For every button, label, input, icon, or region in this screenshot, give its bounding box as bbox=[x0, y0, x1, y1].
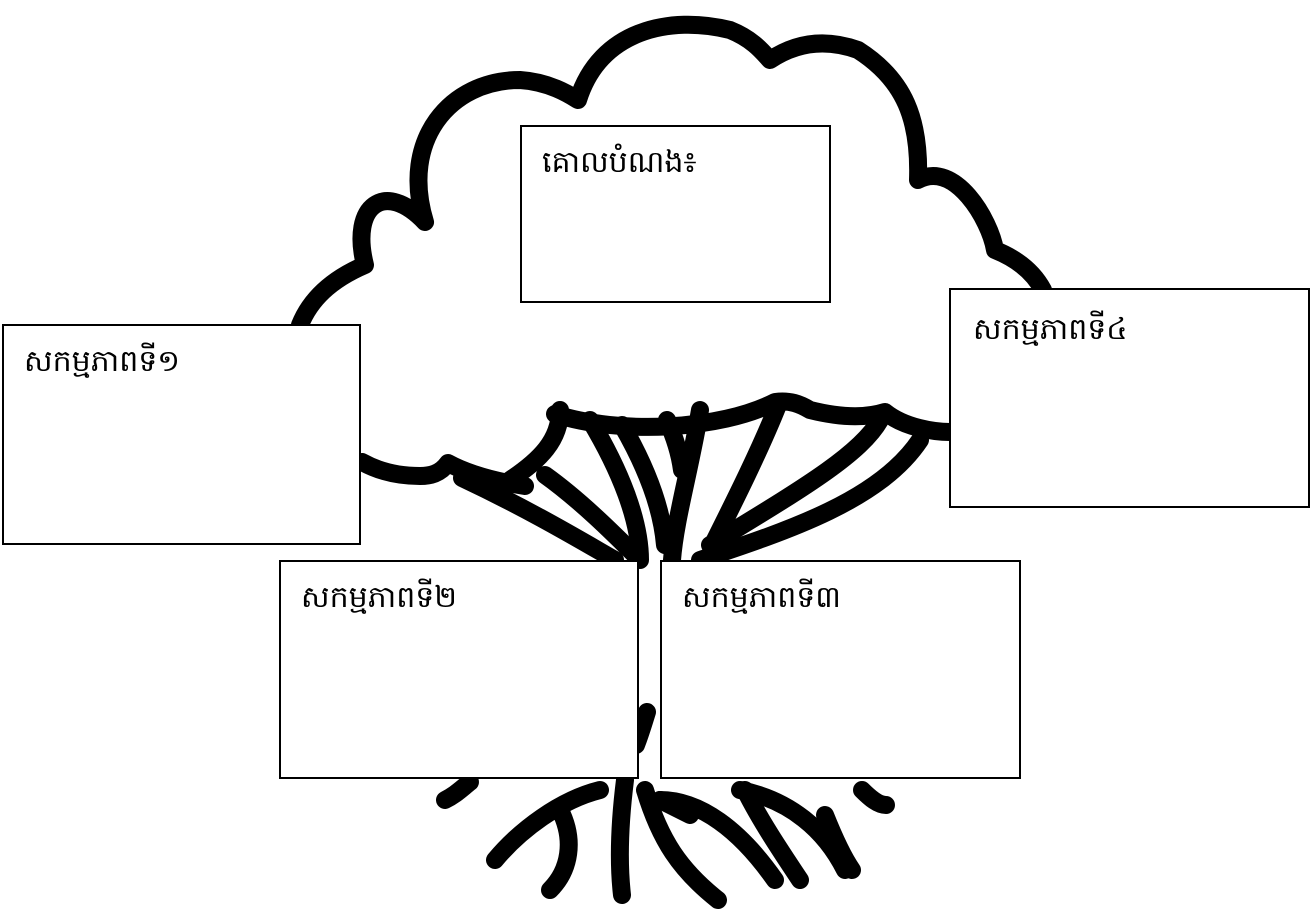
tree-canopy-bottom-right bbox=[546, 392, 959, 441]
trunk-middle-right bbox=[658, 411, 691, 479]
branch-right-3 bbox=[691, 431, 929, 569]
activity-box-1: សកម្មភាពទី១ bbox=[2, 324, 361, 545]
branch-left-3 bbox=[453, 469, 624, 569]
root-left bbox=[486, 781, 609, 869]
root-far-left bbox=[436, 773, 479, 809]
activity-box-1-label: សកម្មភាពទី១ bbox=[24, 344, 181, 379]
activity-box-2-label: សកម្មភាពទី២ bbox=[301, 580, 458, 615]
branch-left-2 bbox=[536, 466, 644, 564]
root-right-curl bbox=[816, 806, 861, 879]
tree-canopy-bottom-left bbox=[353, 453, 534, 495]
activity-box-3-label: សកម្មភាពទី៣ bbox=[682, 580, 841, 615]
trunk-middle-left bbox=[613, 416, 674, 554]
activity-box-4-label: សកម្មភាពទី៤ bbox=[973, 312, 1128, 347]
trunk-left bbox=[581, 411, 649, 569]
branch-right-2 bbox=[701, 411, 889, 554]
branch-right-1 bbox=[706, 396, 787, 549]
root-left-lower bbox=[541, 801, 578, 899]
root-center bbox=[610, 771, 634, 904]
root-center-right bbox=[636, 781, 727, 909]
goal-box: គោលបំណង៖ bbox=[520, 125, 831, 303]
tree-canopy bbox=[291, 15, 1052, 334]
root-stub-mid bbox=[651, 791, 699, 824]
root-far-right bbox=[853, 781, 895, 814]
activity-box-2: សកម្មភាពទី២ bbox=[279, 560, 639, 779]
activity-box-4: សកម្មភាពទី៤ bbox=[949, 288, 1310, 508]
branch-left-1 bbox=[501, 401, 569, 489]
goal-box-label: គោលបំណង៖ bbox=[542, 145, 697, 180]
activity-box-3: សកម្មភាពទី៣ bbox=[660, 560, 1021, 779]
